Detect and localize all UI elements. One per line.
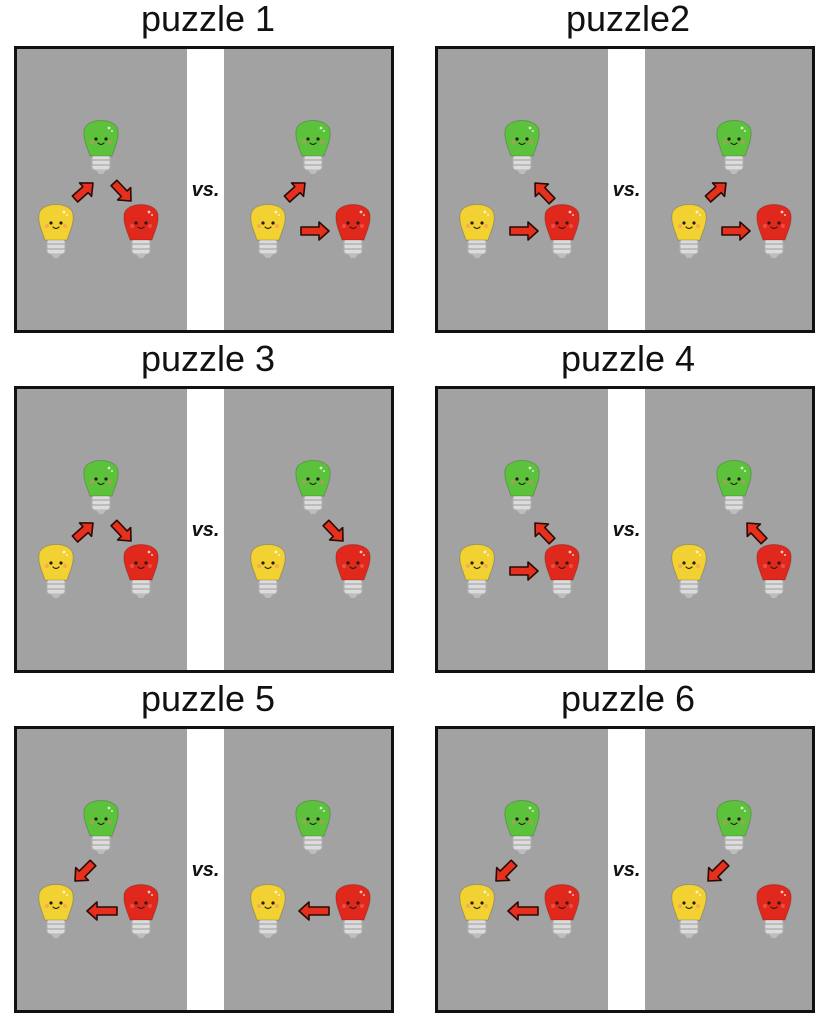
green-bulb: [296, 461, 330, 515]
vs-label: vs.: [187, 179, 224, 202]
red-bulb: [545, 885, 579, 939]
puzzle-4-title: puzzle 4: [438, 338, 818, 380]
green-bulb: [717, 801, 751, 855]
yellow-bulb: [39, 885, 73, 939]
yellow-bulb: [460, 205, 494, 259]
red-bulb: [124, 205, 158, 259]
yellow-bulb: [251, 205, 285, 259]
arrow-red-green-icon: [528, 517, 558, 547]
red-bulb: [124, 885, 158, 939]
green-bulb: [717, 121, 751, 175]
green-bulb: [296, 801, 330, 855]
vs-label: vs.: [608, 179, 645, 202]
puzzle-3-panel: vs.: [14, 386, 394, 673]
puzzle-6-title: puzzle 6: [438, 678, 818, 720]
arrow-red-yellow-icon: [508, 902, 538, 920]
puzzle-5-title: puzzle 5: [18, 678, 398, 720]
arrow-red-yellow-icon: [87, 902, 117, 920]
vs-label: vs.: [608, 859, 645, 882]
red-bulb: [757, 545, 791, 599]
puzzle-2-panel: vs.: [435, 46, 815, 333]
yellow-bulb: [672, 205, 706, 259]
yellow-bulb: [251, 545, 285, 599]
red-bulb: [757, 205, 791, 259]
red-bulb: [545, 545, 579, 599]
puzzle-1-title: puzzle 1: [18, 0, 398, 40]
puzzle-5-panel: vs.: [14, 726, 394, 1013]
arrow-green-yellow-icon: [702, 857, 733, 888]
green-bulb: [717, 461, 751, 515]
arrow-green-yellow-icon: [69, 857, 100, 888]
arrow-red-green-icon: [740, 517, 770, 547]
arrow-red-yellow-icon: [299, 902, 329, 920]
arrow-yellow-green-icon: [281, 176, 311, 205]
yellow-bulb: [39, 545, 73, 599]
red-bulb: [336, 885, 370, 939]
arrow-green-yellow-icon: [490, 857, 521, 888]
red-bulb: [336, 205, 370, 259]
green-bulb: [505, 801, 539, 855]
puzzle-4-panel: vs.: [435, 386, 815, 673]
yellow-bulb: [672, 885, 706, 939]
arrow-yellow-green-icon: [702, 176, 732, 205]
green-bulb: [296, 121, 330, 175]
green-bulb: [84, 801, 118, 855]
vs-label: vs.: [187, 859, 224, 882]
puzzle-6-panel: vs.: [435, 726, 815, 1013]
puzzle-3-title: puzzle 3: [18, 338, 398, 380]
green-bulb: [84, 461, 118, 515]
arrow-yellow-red-icon: [510, 222, 538, 240]
puzzle-2-title: puzzle2: [438, 0, 818, 40]
yellow-bulb: [672, 545, 706, 599]
arrow-green-red-icon: [107, 517, 137, 547]
arrow-yellow-red-icon: [722, 222, 750, 240]
red-bulb: [757, 885, 791, 939]
yellow-bulb: [460, 885, 494, 939]
arrow-green-red-icon: [319, 517, 349, 547]
vs-label: vs.: [187, 519, 224, 542]
green-bulb: [505, 461, 539, 515]
red-bulb: [545, 205, 579, 259]
vs-label: vs.: [608, 519, 645, 542]
red-bulb: [336, 545, 370, 599]
yellow-bulb: [39, 205, 73, 259]
arrow-yellow-green-icon: [69, 516, 99, 545]
green-bulb: [505, 121, 539, 175]
yellow-bulb: [251, 885, 285, 939]
arrow-yellow-red-icon: [510, 562, 538, 580]
red-bulb: [124, 545, 158, 599]
arrow-green-red-icon: [107, 177, 137, 207]
yellow-bulb: [460, 545, 494, 599]
arrow-yellow-green-icon: [69, 176, 99, 205]
arrow-red-green-icon: [528, 177, 558, 207]
puzzle-1-panel: vs.: [14, 46, 394, 333]
arrow-yellow-red-icon: [301, 222, 329, 240]
green-bulb: [84, 121, 118, 175]
